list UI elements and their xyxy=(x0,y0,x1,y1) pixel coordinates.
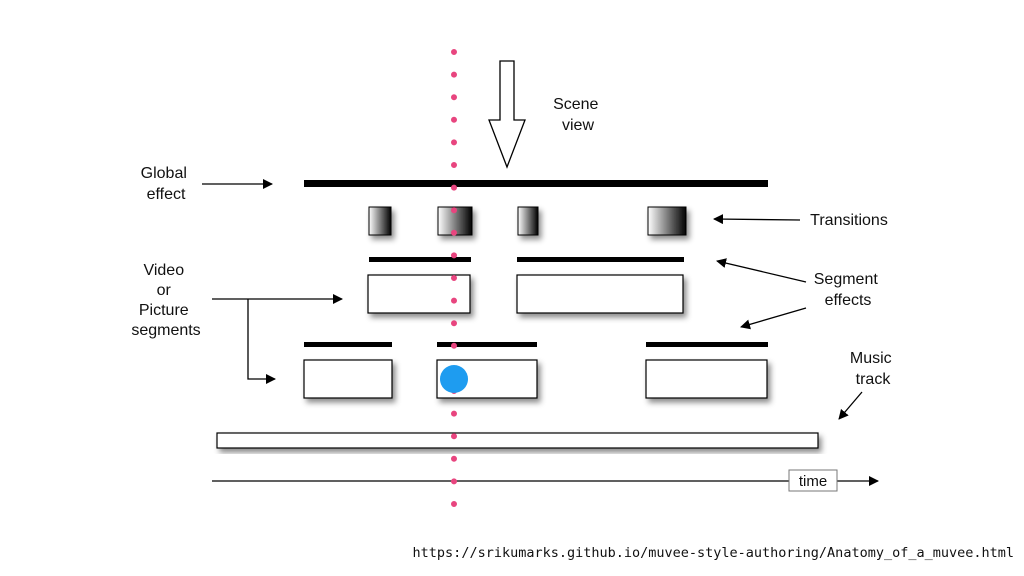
video-segments-connector xyxy=(247,299,276,384)
transitions-group xyxy=(368,206,687,236)
time-label: time xyxy=(799,473,827,490)
source-url: https://srikumarks.github.io/muvee-style… xyxy=(412,545,1014,561)
global-effect-label-line: effect xyxy=(147,186,186,203)
transition-block xyxy=(647,206,687,236)
segment-effects-arrow-1 xyxy=(716,258,807,283)
segment-effect-bar xyxy=(646,342,768,347)
transition-block xyxy=(368,206,392,236)
scene-view-label-line: Scene xyxy=(553,96,598,113)
music-track-label: Music track xyxy=(850,350,896,388)
video-segments-label-line: segments xyxy=(131,322,200,339)
segment-box xyxy=(303,359,393,399)
video-segments-label-line: Picture xyxy=(139,302,189,319)
transition-block xyxy=(517,206,539,236)
music-track-bar xyxy=(216,432,819,449)
time-label-box xyxy=(788,469,838,492)
transitions-arrow xyxy=(713,214,801,225)
segment-box xyxy=(645,359,768,399)
scene-view-label: Scene view xyxy=(553,96,603,134)
playhead-marker xyxy=(440,365,468,393)
global-effect-label-line: Global xyxy=(141,165,187,182)
music-track-label-line: Music xyxy=(850,350,892,367)
video-segments-label-line: Video xyxy=(143,262,184,279)
segment-effects-arrow-2 xyxy=(740,307,807,330)
global-effect-bar xyxy=(304,180,768,187)
transitions-label: Transitions xyxy=(810,212,888,229)
music-track-label-line: track xyxy=(856,371,892,388)
scene-view-label-line: view xyxy=(562,117,594,134)
segment-effect-bar xyxy=(304,342,392,347)
segment-effect-bar xyxy=(517,257,684,262)
segment-effects-label-line: effects xyxy=(825,292,872,309)
segment-effects-label: Segment effects xyxy=(814,271,883,309)
segment-effect-bar xyxy=(369,257,471,262)
music-track-arrow xyxy=(838,391,863,420)
segment-effect-bar xyxy=(437,342,537,347)
scene-view-arrow-icon xyxy=(488,60,526,169)
segment-box xyxy=(516,274,684,314)
segment-box xyxy=(367,274,471,314)
segment-effects-label-line: Segment xyxy=(814,271,879,288)
video-segments-label: Video or Picture segments xyxy=(131,262,200,339)
global-effect-label: Global effect xyxy=(141,165,192,203)
video-segments-label-line: or xyxy=(157,282,172,299)
